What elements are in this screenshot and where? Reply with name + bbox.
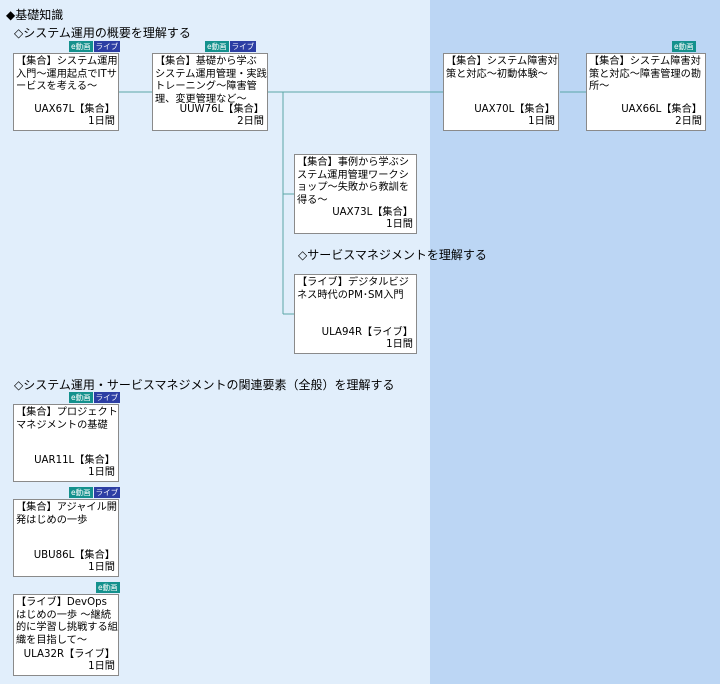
course-duration: 1日間 (88, 561, 115, 573)
course-duration: 2日間 (237, 115, 264, 127)
course-title: 【集合】事例から学ぶシステム運用管理ワークショップ～失敗から教訓を得る～ (297, 157, 410, 206)
course-card-ula94r[interactable]: 【ライブ】デジタルビジネス時代のPM･SM入門 ULA94R【ライブ】 1日間 (294, 274, 417, 354)
course-code: UAX66L【集合】 (621, 103, 702, 115)
course-code: UAX73L【集合】 (332, 206, 413, 218)
course-title: 【集合】システム運用入門～運用起点でITサービスを考える～ (16, 56, 118, 92)
course-title: 【集合】システム障害対策と対応～障害管理の勘所～ (589, 56, 702, 92)
video-badge: e動画 (672, 41, 696, 52)
section-heading-operations-overview: ◇システム運用の概要を理解する (14, 26, 191, 40)
video-badge: e動画 (96, 582, 120, 593)
course-card-uax67l[interactable]: 【集合】システム運用入門～運用起点でITサービスを考える～ UAX67L【集合】… (13, 53, 119, 131)
course-title: 【ライブ】デジタルビジネス時代のPM･SM入門 (297, 277, 409, 301)
course-code: UAX70L【集合】 (474, 103, 555, 115)
course-card-uar11l[interactable]: 【集合】プロジェクトマネジメントの基礎 UAR11L【集合】 1日間 (13, 404, 119, 482)
course-code: UUW76L【集合】 (179, 103, 264, 115)
course-title: 【集合】アジャイル開発はじめの一歩 (16, 502, 117, 526)
course-card-ubu86l[interactable]: 【集合】アジャイル開発はじめの一歩 UBU86L【集合】 1日間 (13, 499, 119, 577)
card-badges: e動画 (96, 582, 120, 593)
live-badge: ライブ (93, 41, 121, 52)
course-code: UAX67L【集合】 (34, 103, 115, 115)
video-badge: e動画 (69, 41, 93, 52)
course-duration: 1日間 (88, 660, 115, 672)
course-code: UAR11L【集合】 (34, 454, 115, 466)
course-title: 【ライブ】DevOps はじめの一歩 ～継続的に学習し挑戦する組織を目指して～ (16, 597, 118, 646)
course-code: ULA94R【ライブ】 (321, 326, 413, 338)
course-duration: 1日間 (88, 115, 115, 127)
course-duration: 1日間 (528, 115, 555, 127)
card-badges: e動画 ライブ (69, 487, 121, 498)
course-duration: 2日間 (675, 115, 702, 127)
course-card-uax66l[interactable]: 【集合】システム障害対策と対応～障害管理の勘所～ UAX66L【集合】 2日間 (586, 53, 706, 131)
video-badge: e動画 (205, 41, 229, 52)
course-title: 【集合】システム障害対策と対応～初動体験～ (446, 56, 558, 80)
course-duration: 1日間 (88, 466, 115, 478)
course-title: 【集合】プロジェクトマネジメントの基礎 (16, 407, 118, 431)
course-title: 【集合】基礎から学ぶシステム運用管理・実践トレーニング～障害管理、変更管理など～ (155, 56, 267, 105)
page-title: ◆基礎知識 (6, 8, 64, 22)
live-badge: ライブ (93, 392, 121, 403)
video-badge: e動画 (69, 392, 93, 403)
card-badges: e動画 ライブ (69, 392, 121, 403)
section-heading-service-management: ◇サービスマネジメントを理解する (298, 248, 487, 262)
course-duration: 1日間 (386, 338, 413, 350)
course-card-uuw76l[interactable]: 【集合】基礎から学ぶシステム運用管理・実践トレーニング～障害管理、変更管理など～… (152, 53, 268, 131)
section-heading-related-elements: ◇システム運用・サービスマネジメントの関連要素（全般）を理解する (14, 378, 395, 392)
card-badges: e動画 ライブ (205, 41, 257, 52)
course-duration: 1日間 (386, 218, 413, 230)
card-badges: e動画 ライブ (69, 41, 121, 52)
course-card-ula32r[interactable]: 【ライブ】DevOps はじめの一歩 ～継続的に学習し挑戦する組織を目指して～ … (13, 594, 119, 676)
live-badge: ライブ (229, 41, 257, 52)
course-code: ULA32R【ライブ】 (23, 648, 115, 660)
video-badge: e動画 (69, 487, 93, 498)
card-badges: e動画 (672, 41, 696, 52)
live-badge: ライブ (93, 487, 121, 498)
course-card-uax73l[interactable]: 【集合】事例から学ぶシステム運用管理ワークショップ～失敗から教訓を得る～ UAX… (294, 154, 417, 234)
course-card-uax70l[interactable]: 【集合】システム障害対策と対応～初動体験～ UAX70L【集合】 1日間 (443, 53, 559, 131)
course-code: UBU86L【集合】 (33, 549, 115, 561)
